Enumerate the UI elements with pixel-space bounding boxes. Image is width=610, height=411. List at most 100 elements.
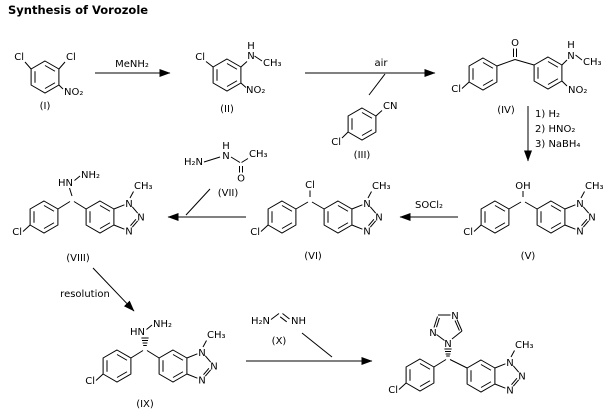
atom-label-no2: NO₂ xyxy=(64,87,83,98)
bond xyxy=(260,190,325,232)
reagent-label-air: air xyxy=(374,58,388,69)
atom-label-ch3: CH₃ xyxy=(207,330,226,341)
atom-label-cl: Cl xyxy=(331,137,341,148)
benzene-ring xyxy=(347,107,377,141)
reagent-label-h2: 1) H₂ xyxy=(535,109,560,120)
atom-label-ch3: CH₃ xyxy=(263,58,282,69)
compound-label-vi: (VI) xyxy=(304,251,322,262)
atom-label-cn: CN xyxy=(383,101,397,112)
compound-label-viii: (VIII) xyxy=(66,253,90,264)
reagent-label-socl2: SOCl₂ xyxy=(415,200,443,211)
atom-label-n: N xyxy=(588,213,595,224)
bond xyxy=(95,324,160,381)
stereo-hash-wedge xyxy=(141,337,149,346)
atom-label-n: N xyxy=(506,358,513,369)
atom-label-cl: Cl xyxy=(12,227,22,238)
benzene-ring xyxy=(102,349,132,383)
atom-label-ch3: CH₃ xyxy=(249,149,268,160)
benzene-ring xyxy=(480,200,510,234)
atom-label-n: N xyxy=(247,51,254,62)
atom-label-no2: NO₂ xyxy=(568,85,587,96)
structure-vii: H₂N H N O CH₃ (VII) xyxy=(184,141,268,216)
atom-label-cl: Cl xyxy=(305,180,315,191)
bond xyxy=(398,359,468,390)
atom-label-n: N xyxy=(363,227,370,238)
compound-label-ii: (II) xyxy=(220,104,234,115)
arrow-step4: SOCl₂ xyxy=(399,200,458,221)
bond xyxy=(22,175,87,232)
atom-label-ch3: CH₃ xyxy=(583,57,602,68)
atom-label-ch3: CH₃ xyxy=(585,181,604,192)
atom-label-n: N xyxy=(125,227,132,238)
reagent-connector-line xyxy=(185,188,211,216)
atom-label-n: N xyxy=(444,339,451,350)
benzene-ring xyxy=(468,57,498,91)
stereo-hash-wedge xyxy=(444,348,452,357)
reagent-label-resolution: resolution xyxy=(60,289,110,300)
bond xyxy=(461,48,583,89)
page-title: Synthesis of Vorozole xyxy=(8,3,148,17)
compound-label-iii: (III) xyxy=(354,150,371,161)
arrow-step3: 1) H₂ 2) HNO₂ 3) NaBH₄ xyxy=(524,106,580,162)
reagent-label-nabh4: 3) NaBH₄ xyxy=(535,139,580,150)
bond xyxy=(205,55,263,88)
atom-label-h2n: H₂N xyxy=(184,157,203,168)
bond xyxy=(270,313,290,323)
arrow-step1: MeNH₂ xyxy=(95,59,171,77)
structure-x: H₂N NH (X) xyxy=(251,313,333,358)
structure-ix: HN NH₂ Cl N N N CH₃ (IX) xyxy=(85,319,225,410)
atom-label-oh: OH xyxy=(515,181,530,192)
compound-label-v: (V) xyxy=(521,251,536,262)
atom-label-n: N xyxy=(576,227,583,238)
atom-label-n: N xyxy=(210,362,217,373)
atom-label-hn: HN xyxy=(58,178,73,189)
atom-label-ch3: CH₃ xyxy=(372,181,391,192)
atom-label-n: N xyxy=(222,151,229,162)
triazole-ring-bonds xyxy=(433,314,463,341)
structure-ii: Cl H N CH₃ NO₂ (II) xyxy=(195,41,281,115)
atom-label-hn: HN xyxy=(130,327,145,338)
arrow-step2: air xyxy=(305,58,436,96)
reagent-connector-line xyxy=(368,73,386,96)
atom-label-n: N xyxy=(375,213,382,224)
atom-label-n: N xyxy=(567,51,574,62)
arrow-step6: resolution xyxy=(60,267,135,312)
benzene-ring xyxy=(267,200,297,234)
atom-label-n: N xyxy=(518,372,525,383)
compound-label-i: (I) xyxy=(40,101,51,112)
benzene-ring xyxy=(30,60,60,94)
benzene-ring xyxy=(29,200,59,234)
structure-v: OH Cl N N N CH₃ (V) xyxy=(463,181,603,262)
atom-label-n: N xyxy=(137,213,144,224)
structure-viii: HN NH₂ Cl N N N CH₃ (VIII) xyxy=(12,170,152,264)
bond xyxy=(473,191,538,232)
compound-label-x: (X) xyxy=(272,336,287,347)
atom-label-o: O xyxy=(237,174,245,185)
atom-label-cl: Cl xyxy=(14,52,24,63)
atom-label-n: N xyxy=(576,199,583,210)
atom-label-n: N xyxy=(198,376,205,387)
benzene-ring xyxy=(405,358,435,392)
compound-label-iv: (IV) xyxy=(497,105,515,116)
reagent-label-menh2: MeNH₂ xyxy=(115,59,149,70)
atom-label-n: N xyxy=(125,199,132,210)
structure-iii: CN Cl (III) xyxy=(331,101,397,161)
atom-label-nh2: NH₂ xyxy=(153,319,172,330)
bond xyxy=(341,110,383,139)
structure-i: Cl Cl NO₂ (I) xyxy=(14,52,83,112)
atom-label-nh2: NH₂ xyxy=(81,170,100,181)
atom-label-cl: Cl xyxy=(195,52,205,63)
atom-label-nh: NH xyxy=(291,316,306,327)
structure-vorozole: N N N Cl N N N CH₃ xyxy=(388,311,533,397)
atom-label-cl: Cl xyxy=(250,227,260,238)
atom-label-cl: Cl xyxy=(388,385,398,396)
compound-label-ix: (IX) xyxy=(136,399,154,410)
atom-label-h: H xyxy=(222,141,230,152)
atom-label-h: H xyxy=(567,40,575,51)
atom-label-n: N xyxy=(198,348,205,359)
atom-label-cl: Cl xyxy=(66,52,76,63)
atom-label-n: N xyxy=(429,328,436,339)
atom-label-n: N xyxy=(451,311,458,322)
atom-label-o: O xyxy=(511,38,519,49)
